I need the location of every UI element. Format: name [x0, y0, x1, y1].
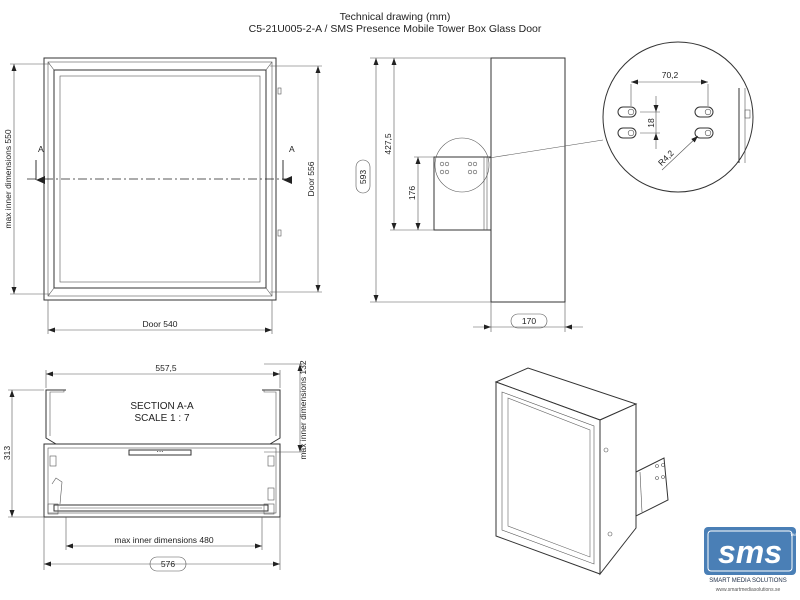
dim-radius-label: R4,2: [656, 148, 676, 168]
section-marker-left: A: [38, 144, 44, 154]
section-box-outline: [43, 443, 281, 518]
section-scale: SCALE 1 : 7: [134, 413, 189, 424]
dim-door-width-label: Door 540: [143, 319, 178, 329]
dim-bracket-pos-label: 176: [407, 186, 417, 200]
section-label: SECTION A-A: [130, 401, 194, 412]
dim-depth-box: [510, 313, 548, 329]
section-marker-right: A: [289, 144, 295, 154]
iso-bracket: [635, 457, 669, 517]
section-glass-door: [53, 504, 269, 512]
section-hinge-right-bottom: [263, 503, 275, 515]
dim-section-height-label: 313: [2, 446, 12, 460]
side-bracket: [433, 156, 492, 231]
section-top-flange-right: [262, 389, 281, 445]
iso-hinge-bottom: [607, 531, 613, 537]
logo-badge: [704, 527, 796, 575]
dim-line-radius: [661, 135, 699, 171]
detail-leader-line: [488, 139, 604, 159]
logo-company-name: SMART MEDIA SOLUTIONS: [709, 578, 786, 584]
drawing-title: Technical drawing (mm): [340, 11, 451, 23]
section-hinge-left-bottom: [47, 503, 59, 515]
iso-glass-door: [507, 397, 591, 558]
section-hinge-left-top: [49, 455, 57, 467]
hinge-bottom: [277, 229, 282, 237]
detail-bolt: [744, 109, 751, 119]
hinge-top: [277, 87, 282, 95]
dim-door-height-label: Door 556: [306, 161, 316, 196]
dim-hole-spacing-h-label: 70,2: [662, 70, 679, 80]
side-box-body: [490, 57, 566, 303]
dim-total-height-label: 593: [358, 170, 368, 184]
side-view: 593 427,5 176 170: [355, 57, 604, 332]
section-view: ... SECTION A-A SCALE 1 : 7 557,5 max in…: [2, 360, 308, 572]
detail-callout-circle: [434, 137, 490, 193]
logo-mark: sms: [718, 534, 782, 570]
logo-trademark: TM: [790, 532, 796, 537]
dim-depth-label: 170: [522, 316, 536, 326]
iso-box-side: [599, 403, 637, 576]
dim-inner-depth-label: max inner dimensions 132: [298, 360, 308, 459]
dim-hole-spacing-v-label: 18: [646, 118, 656, 128]
dim-total-width-box: [149, 556, 187, 572]
company-logo: sms TM SMART MEDIA SOLUTIONS www.smartme…: [704, 527, 796, 593]
section-hinge-right-top: [267, 455, 275, 467]
dim-total-height-box: [355, 159, 371, 194]
drawing-subtitle: C5-21U005-2-A / SMS Presence Mobile Towe…: [249, 23, 542, 35]
dim-top-width-label: 557,5: [155, 363, 177, 373]
front-view: A A max inner dimensions 550 Door 556 Do…: [3, 57, 322, 334]
section-top-flange-left: [45, 389, 66, 445]
isometric-view: [494, 367, 669, 576]
detail-slot-holes: [617, 106, 714, 139]
detail-circle: [602, 41, 754, 193]
detail-view: 70,2 18 R4,2: [602, 41, 754, 193]
svg-text:...: ...: [156, 444, 163, 454]
dim-total-width-label: 576: [161, 559, 175, 569]
section-center-bracket: [128, 449, 192, 456]
dim-bracket-height-label: 427,5: [383, 133, 393, 155]
logo-url: www.smartmediasolutions.se: [716, 587, 781, 593]
dim-inner-width-label: max inner dimensions 480: [114, 535, 213, 545]
side-bracket-holes: [439, 161, 478, 175]
dim-inner-height-label: max inner dimensions 550: [3, 129, 13, 228]
iso-hinge-top: [603, 447, 609, 453]
